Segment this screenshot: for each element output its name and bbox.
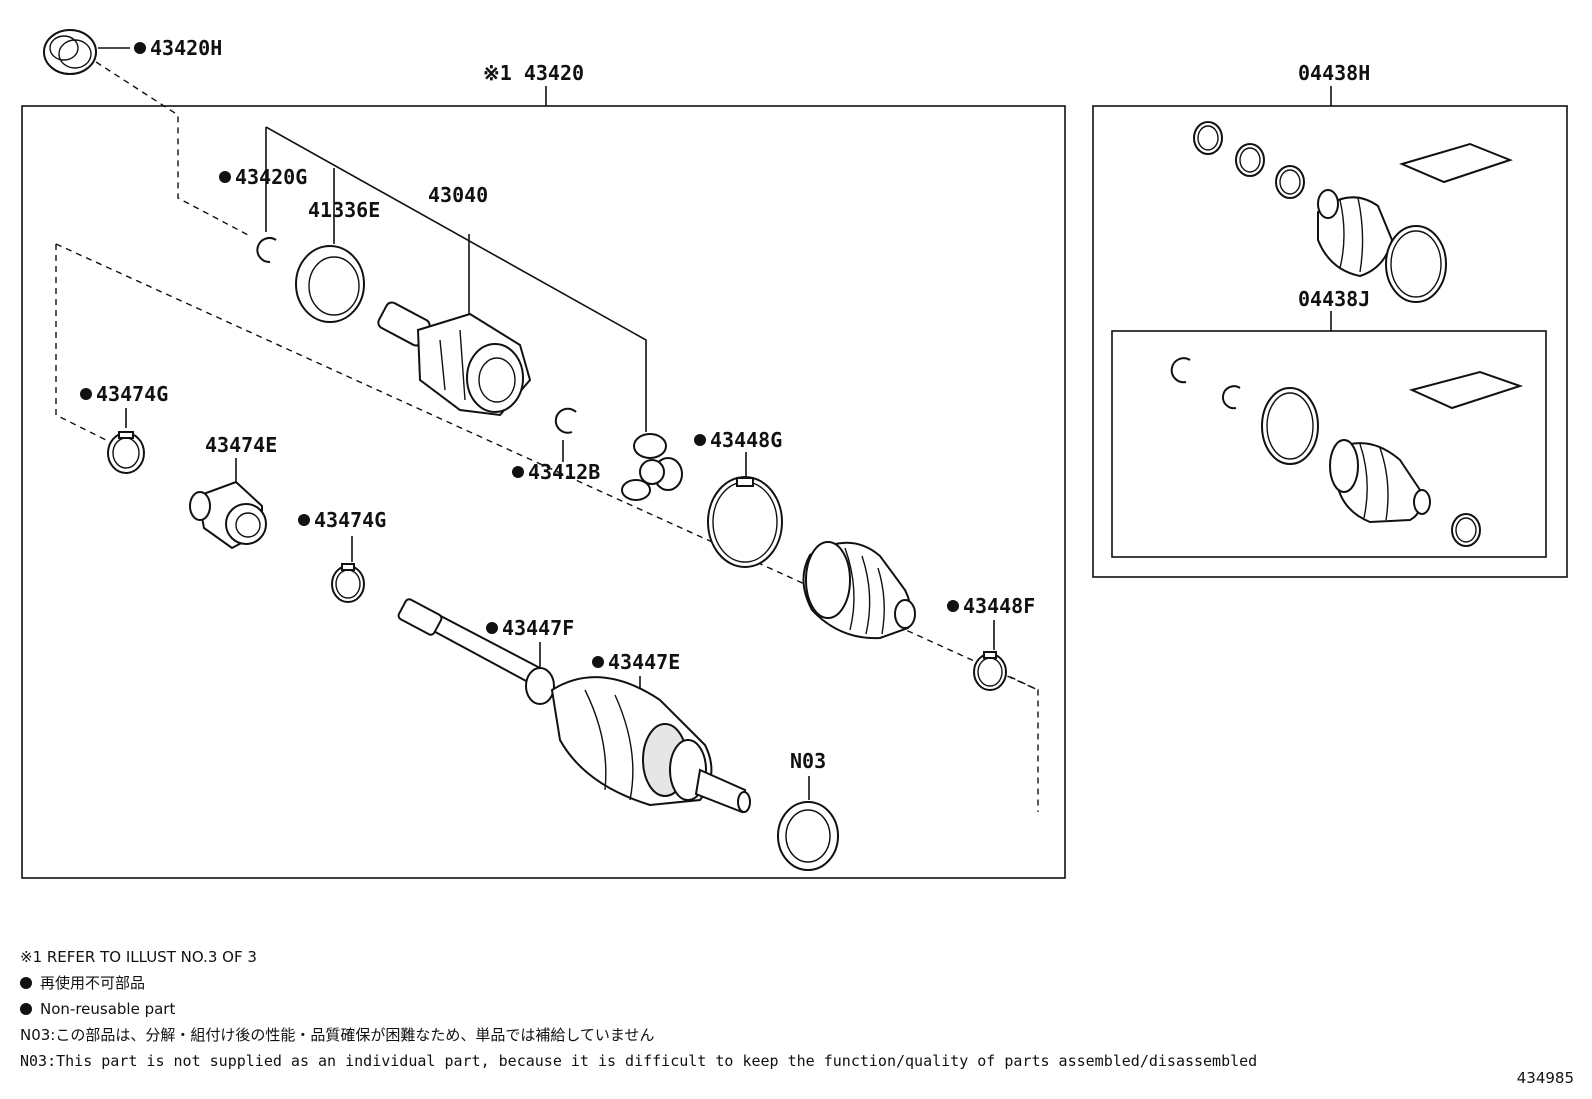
boot-kit-label: 04438H — [1298, 61, 1370, 85]
label-43040: 43040 — [428, 183, 488, 207]
illustration-code: 434985 — [1516, 1069, 1574, 1087]
note-nonreusable-ja: 再使用不可部品 — [20, 970, 1420, 996]
label-43420H: 43420H — [150, 36, 222, 60]
part-N03-seal — [777, 801, 839, 871]
part-43474G-clamp-a — [107, 431, 145, 474]
note-nonreusable-en: Non-reusable part — [20, 996, 1420, 1022]
nonreusable-dot — [592, 656, 604, 668]
label-43448F: 43448F — [963, 594, 1035, 618]
nonreusable-dot — [486, 622, 498, 634]
label-43474G-a: 43474G — [96, 382, 168, 406]
main-assembly-label: ※1 43420 — [483, 61, 584, 85]
nonreusable-dot — [80, 388, 92, 400]
note-reference: ※1 REFER TO ILLUST NO.3 OF 3 — [20, 948, 257, 966]
parts-diagram: ※1 43420 04438H 04438J 43420H 43420G 413… — [21, 29, 1568, 879]
inner-boot-kit-frame — [1111, 330, 1547, 558]
part-43474E-damper — [189, 480, 267, 550]
part-43040-joint-housing — [377, 301, 532, 417]
note-n03-en: N03:This part is not supplied as an indi… — [20, 1052, 1258, 1070]
nonreusable-dot — [219, 171, 231, 183]
part-43420G-snap-ring — [256, 237, 277, 264]
label-43447E: 43447E — [608, 650, 680, 674]
footnotes: ※1 REFER TO ILLUST NO.3 OF 3 再使用不可部品 Non… — [20, 944, 1420, 1074]
kit-04438H-contents — [1193, 121, 1513, 303]
nonreusable-dot — [694, 434, 706, 446]
boot-kit-frame — [1092, 105, 1568, 578]
part-43448G-clamp — [707, 476, 783, 568]
part-43474G-clamp-b — [331, 563, 365, 603]
label-43474E: 43474E — [205, 433, 277, 457]
nonreusable-dot — [20, 1003, 32, 1015]
nonreusable-dot — [20, 977, 32, 989]
label-43420G: 43420G — [235, 165, 307, 189]
part-43420H-seal — [43, 29, 97, 75]
inner-boot-kit-label: 04438J — [1298, 287, 1370, 311]
main-assembly-frame — [21, 105, 1066, 879]
part-41336E-ring — [295, 245, 365, 323]
part-boot — [802, 541, 916, 640]
part-43412B-snap-ring — [554, 407, 577, 434]
label-43412B: 43412B — [528, 460, 600, 484]
label-43448G: 43448G — [710, 428, 782, 452]
part-43448F-clamp — [973, 651, 1007, 691]
kit-04438J-contents — [1170, 357, 1524, 547]
part-tripod-joint — [621, 433, 683, 501]
label-43447F: 43447F — [502, 616, 574, 640]
label-41336E: 41336E — [308, 198, 380, 222]
part-drive-shaft-assembly — [397, 598, 751, 814]
note-n03-ja: N03:この部品は、分解・組付け後の性能・品質確保が困難なため、単品では補給して… — [20, 1026, 655, 1044]
nonreusable-dot — [947, 600, 959, 612]
label-43474G-b: 43474G — [314, 508, 386, 532]
nonreusable-dot — [512, 466, 524, 478]
nonreusable-dot — [134, 42, 146, 54]
label-N03: N03 — [790, 749, 826, 773]
nonreusable-dot — [298, 514, 310, 526]
